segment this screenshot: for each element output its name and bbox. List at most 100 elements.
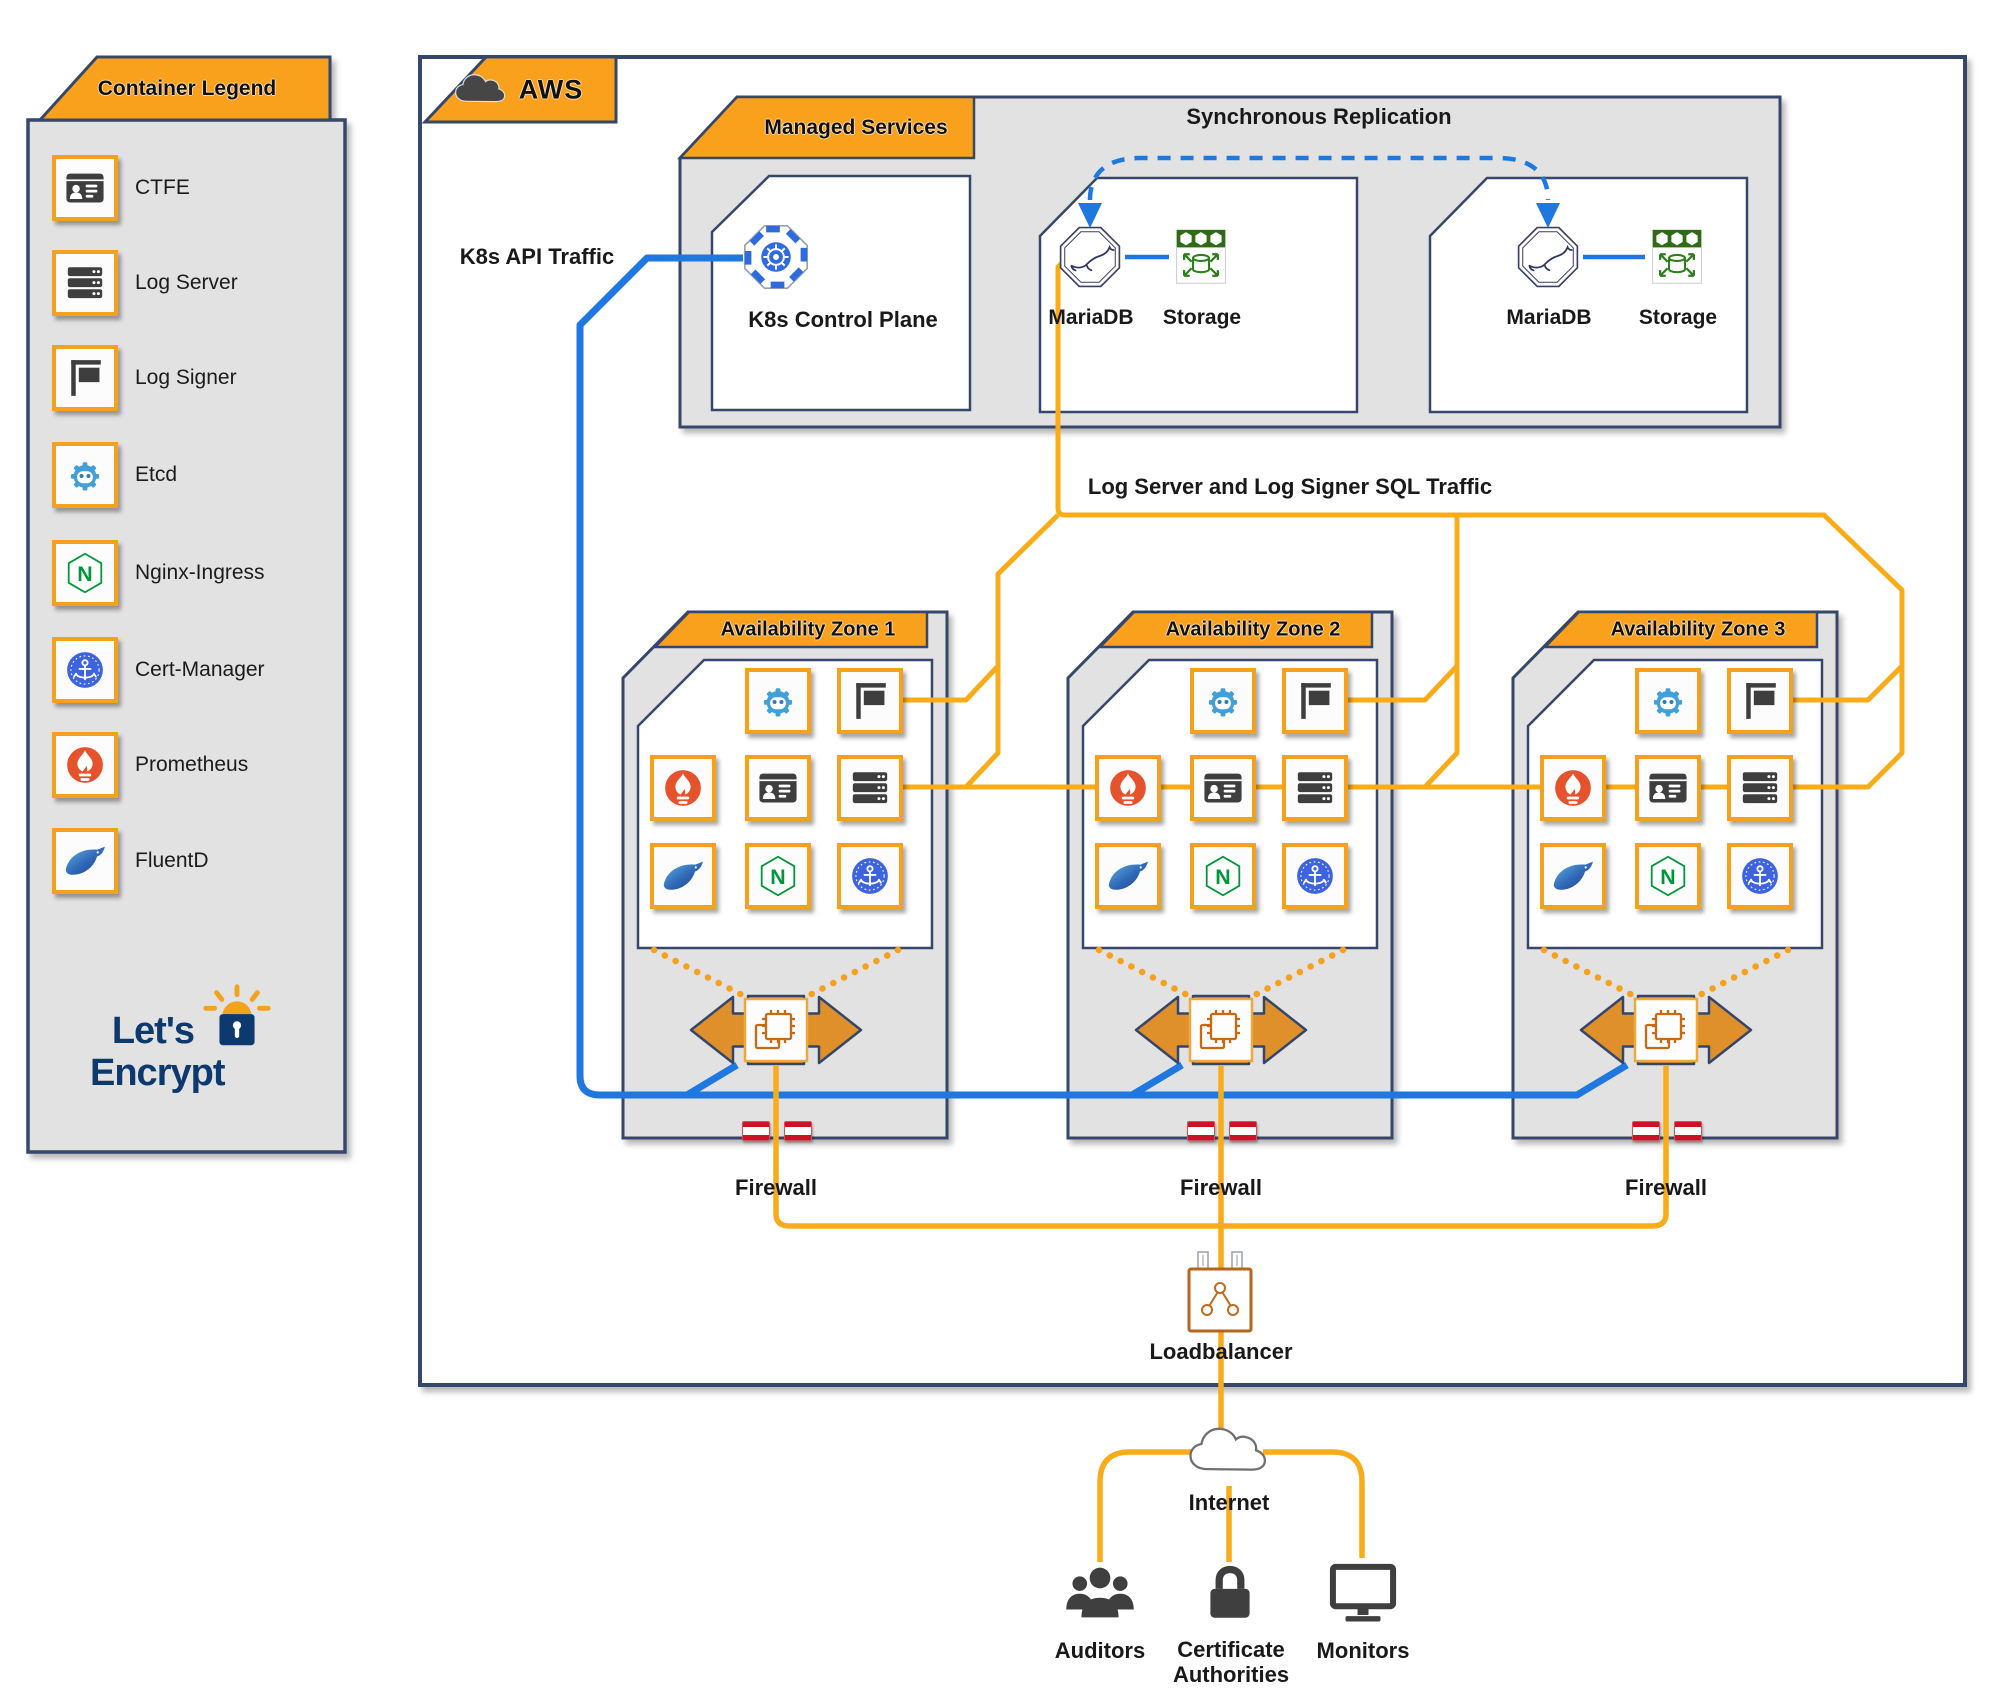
lets-encrypt-lock-icon xyxy=(198,982,276,1054)
az1-cert-manager xyxy=(837,843,903,909)
mariadb-icon-1 xyxy=(1057,224,1123,290)
aws-cloud-icon xyxy=(452,68,510,108)
az2-firewall-label: Firewall xyxy=(1180,1175,1262,1200)
az3-title: Availability Zone 3 xyxy=(1610,618,1786,641)
legend-label-etcd: Etcd xyxy=(135,463,178,486)
etcd-icon xyxy=(63,453,107,497)
az1-etcd xyxy=(745,668,811,734)
mariadb-box-2 xyxy=(1428,176,1749,414)
legend-log-signer xyxy=(52,345,118,411)
lets-encrypt-word-1: Let's xyxy=(111,1010,195,1052)
az3-fluentd xyxy=(1540,843,1606,909)
cert-manager-icon xyxy=(1738,854,1782,898)
az1-log-signer xyxy=(837,668,903,734)
internet-label: Internet xyxy=(1188,1490,1270,1515)
legend-label-ctfe: CTFE xyxy=(135,176,190,199)
legend-etcd xyxy=(52,442,118,508)
mariadb-label-2: MariaDB xyxy=(1506,306,1592,329)
az2-nginx xyxy=(1190,843,1256,909)
az2-prometheus xyxy=(1095,755,1161,821)
etcd-icon xyxy=(1646,679,1690,723)
storage-icon-2 xyxy=(1647,227,1707,287)
az2-log-server xyxy=(1282,755,1348,821)
managed-services-banner xyxy=(677,95,976,160)
fluentd-icon xyxy=(661,854,705,898)
legend-label-cert-manager: Cert-Manager xyxy=(135,658,265,681)
aws-label: AWS xyxy=(518,74,584,105)
az3-etcd xyxy=(1635,668,1701,734)
storage-label-2: Storage xyxy=(1638,306,1718,329)
prometheus-icon xyxy=(1106,766,1150,810)
legend-prometheus xyxy=(52,732,118,798)
legend-label-nginx: Nginx-Ingress xyxy=(135,561,265,584)
log-server-icon xyxy=(1293,766,1337,810)
az3-log-server xyxy=(1727,755,1793,821)
legend-label-log-signer: Log Signer xyxy=(135,366,237,389)
nginx-ingress-icon xyxy=(1201,854,1245,898)
az3-log-signer xyxy=(1727,668,1793,734)
az1-elastic-loadbalancer-icon xyxy=(688,992,864,1068)
sql-traffic-label: Log Server and Log Signer SQL Traffic xyxy=(1087,474,1493,499)
az2-firewall-marker-right xyxy=(1229,1121,1257,1141)
az2-cert-manager xyxy=(1282,843,1348,909)
k8s-api-traffic-label: K8s API Traffic xyxy=(459,244,615,269)
ctfe-icon xyxy=(63,166,107,210)
prometheus-icon xyxy=(63,743,107,787)
log-signer-icon xyxy=(1738,679,1782,723)
log-signer-icon xyxy=(848,679,892,723)
loadbalancer-label: Loadbalancer xyxy=(1149,1339,1293,1364)
az3-nginx xyxy=(1635,843,1701,909)
log-server-icon xyxy=(63,261,107,305)
legend-banner xyxy=(36,55,332,122)
az1-fluentd xyxy=(650,843,716,909)
log-server-icon xyxy=(1738,766,1782,810)
legend-label-prometheus: Prometheus xyxy=(135,753,249,776)
nginx-ingress-icon xyxy=(756,854,800,898)
az3-firewall-marker-left xyxy=(1632,1121,1660,1141)
cert-manager-icon xyxy=(63,648,107,692)
legend-log-server xyxy=(52,250,118,316)
legend-ctfe xyxy=(52,155,118,221)
legend-fluentd xyxy=(52,828,118,894)
loadbalancer-appliance-icon xyxy=(1186,1250,1256,1334)
az2-title: Availability Zone 2 xyxy=(1165,618,1341,641)
k8s-control-plane-label: K8s Control Plane xyxy=(748,307,938,332)
az1-log-server xyxy=(837,755,903,821)
az2-log-signer xyxy=(1282,668,1348,734)
kubernetes-icon xyxy=(741,222,811,292)
log-signer-icon xyxy=(1293,679,1337,723)
legend-cert-manager xyxy=(52,637,118,703)
az3-firewall-label: Firewall xyxy=(1625,1175,1707,1200)
legend-label-log-server: Log Server xyxy=(135,271,238,294)
prometheus-icon xyxy=(1551,766,1595,810)
cert-manager-icon xyxy=(1293,854,1337,898)
legend-nginx xyxy=(52,540,118,606)
az3-cert-manager xyxy=(1727,843,1793,909)
ctfe-icon xyxy=(1201,766,1245,810)
az1-nginx xyxy=(745,843,811,909)
mariadb-icon-2 xyxy=(1515,224,1581,290)
legend-title: Container Legend xyxy=(97,77,277,100)
az1-prometheus xyxy=(650,755,716,821)
fluentd-icon xyxy=(1551,854,1595,898)
mariadb-label-1: MariaDB xyxy=(1048,306,1134,329)
az2-ctfe xyxy=(1190,755,1256,821)
ctfe-icon xyxy=(756,766,800,810)
cert-manager-icon xyxy=(848,854,892,898)
storage-icon-1 xyxy=(1171,227,1231,287)
auditors-people-icon xyxy=(1055,1560,1145,1632)
certificate-authorities-label: Certificate Authorities xyxy=(1172,1637,1290,1687)
log-server-icon xyxy=(848,766,892,810)
k8s-control-plane-box xyxy=(710,174,972,412)
az2-firewall-marker-left xyxy=(1187,1121,1215,1141)
synchronous-replication-label: Synchronous Replication xyxy=(1186,104,1452,129)
fluentd-icon xyxy=(63,839,107,883)
certificate-lock-icon xyxy=(1197,1557,1263,1629)
az1-title: Availability Zone 1 xyxy=(720,618,896,641)
az3-elastic-loadbalancer-icon xyxy=(1578,992,1754,1068)
az1-firewall-marker-left xyxy=(742,1121,770,1141)
nginx-ingress-icon xyxy=(1646,854,1690,898)
monitors-label: Monitors xyxy=(1316,1638,1410,1663)
ctfe-icon xyxy=(1646,766,1690,810)
